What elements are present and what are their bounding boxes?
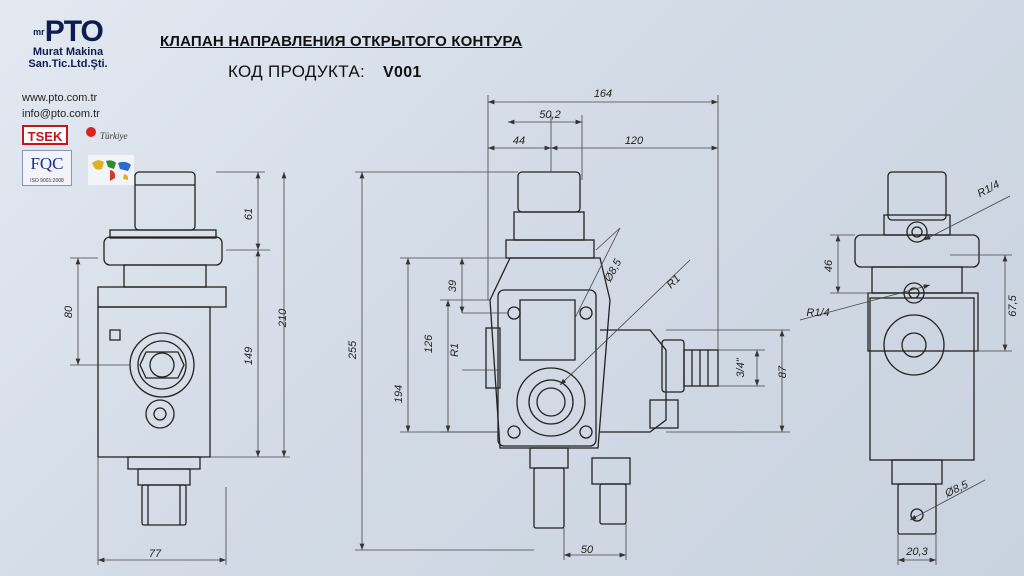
company-name-line2: San.Tic.Ltd.Şti. (28, 58, 108, 70)
dim-center-87: 87 (777, 365, 789, 378)
dim-right-phi-8-5: Ø8,5 (942, 478, 970, 500)
center-dimensions (355, 95, 790, 560)
product-code-label: КОД ПРОДУКТА: (228, 62, 366, 81)
right-dimensions (799, 195, 1012, 565)
pto-logo: mrPTO (33, 15, 104, 48)
dim-center-3-4-thread: 3/4" (735, 357, 747, 377)
dim-right-r1-4-top: R1/4 (976, 179, 1002, 201)
turkiye-logo: Türkiye (86, 127, 134, 147)
email-link[interactable]: info@pto.com.tr (22, 108, 100, 120)
left-dimensions (70, 171, 290, 565)
dim-center-126: 126 (423, 334, 435, 353)
dim-center-r1-vertical: R1 (449, 343, 461, 357)
company-brand: mrPTO Murat Makina San.Tic.Ltd.Şti. (22, 15, 114, 71)
page-title: КЛАПАН НАПРАВЛЕНИЯ ОТКРЫТОГО КОНТУРА (160, 33, 523, 50)
contact-info: www.pto.com.tr info@pto.com.tr (22, 90, 100, 122)
world-map-icon (88, 155, 134, 185)
website-link[interactable]: www.pto.com.tr (22, 92, 98, 104)
dim-center-phi-8-5: Ø8,5 (602, 256, 625, 284)
company-name-line1: Murat Makina (32, 46, 104, 58)
dim-center-50-2: 50,2 (539, 109, 560, 121)
center-view (485, 171, 719, 529)
tsek-badge: TSEK (22, 125, 68, 145)
dim-center-39: 39 (447, 280, 459, 292)
dim-center-164: 164 (594, 88, 612, 100)
dim-center-255: 255 (347, 340, 359, 360)
dim-center-r1: R1 (665, 273, 683, 291)
dim-left-149: 149 (243, 347, 255, 365)
dim-right-r1-4-side: R1/4 (806, 307, 829, 319)
dim-right-67-5: 67,5 (1007, 294, 1019, 316)
dim-right-46: 46 (823, 259, 835, 272)
dim-center-50: 50 (581, 544, 594, 556)
dim-center-120: 120 (625, 135, 644, 147)
product-code-value: V001 (383, 64, 422, 81)
dim-left-77: 77 (149, 548, 162, 560)
dim-left-61: 61 (243, 208, 255, 220)
dim-center-194: 194 (393, 385, 405, 403)
dim-center-44: 44 (513, 135, 525, 147)
dim-left-210: 210 (277, 308, 289, 328)
dim-right-20-3: 20,3 (905, 546, 928, 558)
left-view (97, 171, 227, 526)
dim-left-80: 80 (63, 305, 75, 318)
product-code-line: КОД ПРОДУКТА: V001 (228, 62, 422, 82)
right-view (854, 171, 980, 535)
